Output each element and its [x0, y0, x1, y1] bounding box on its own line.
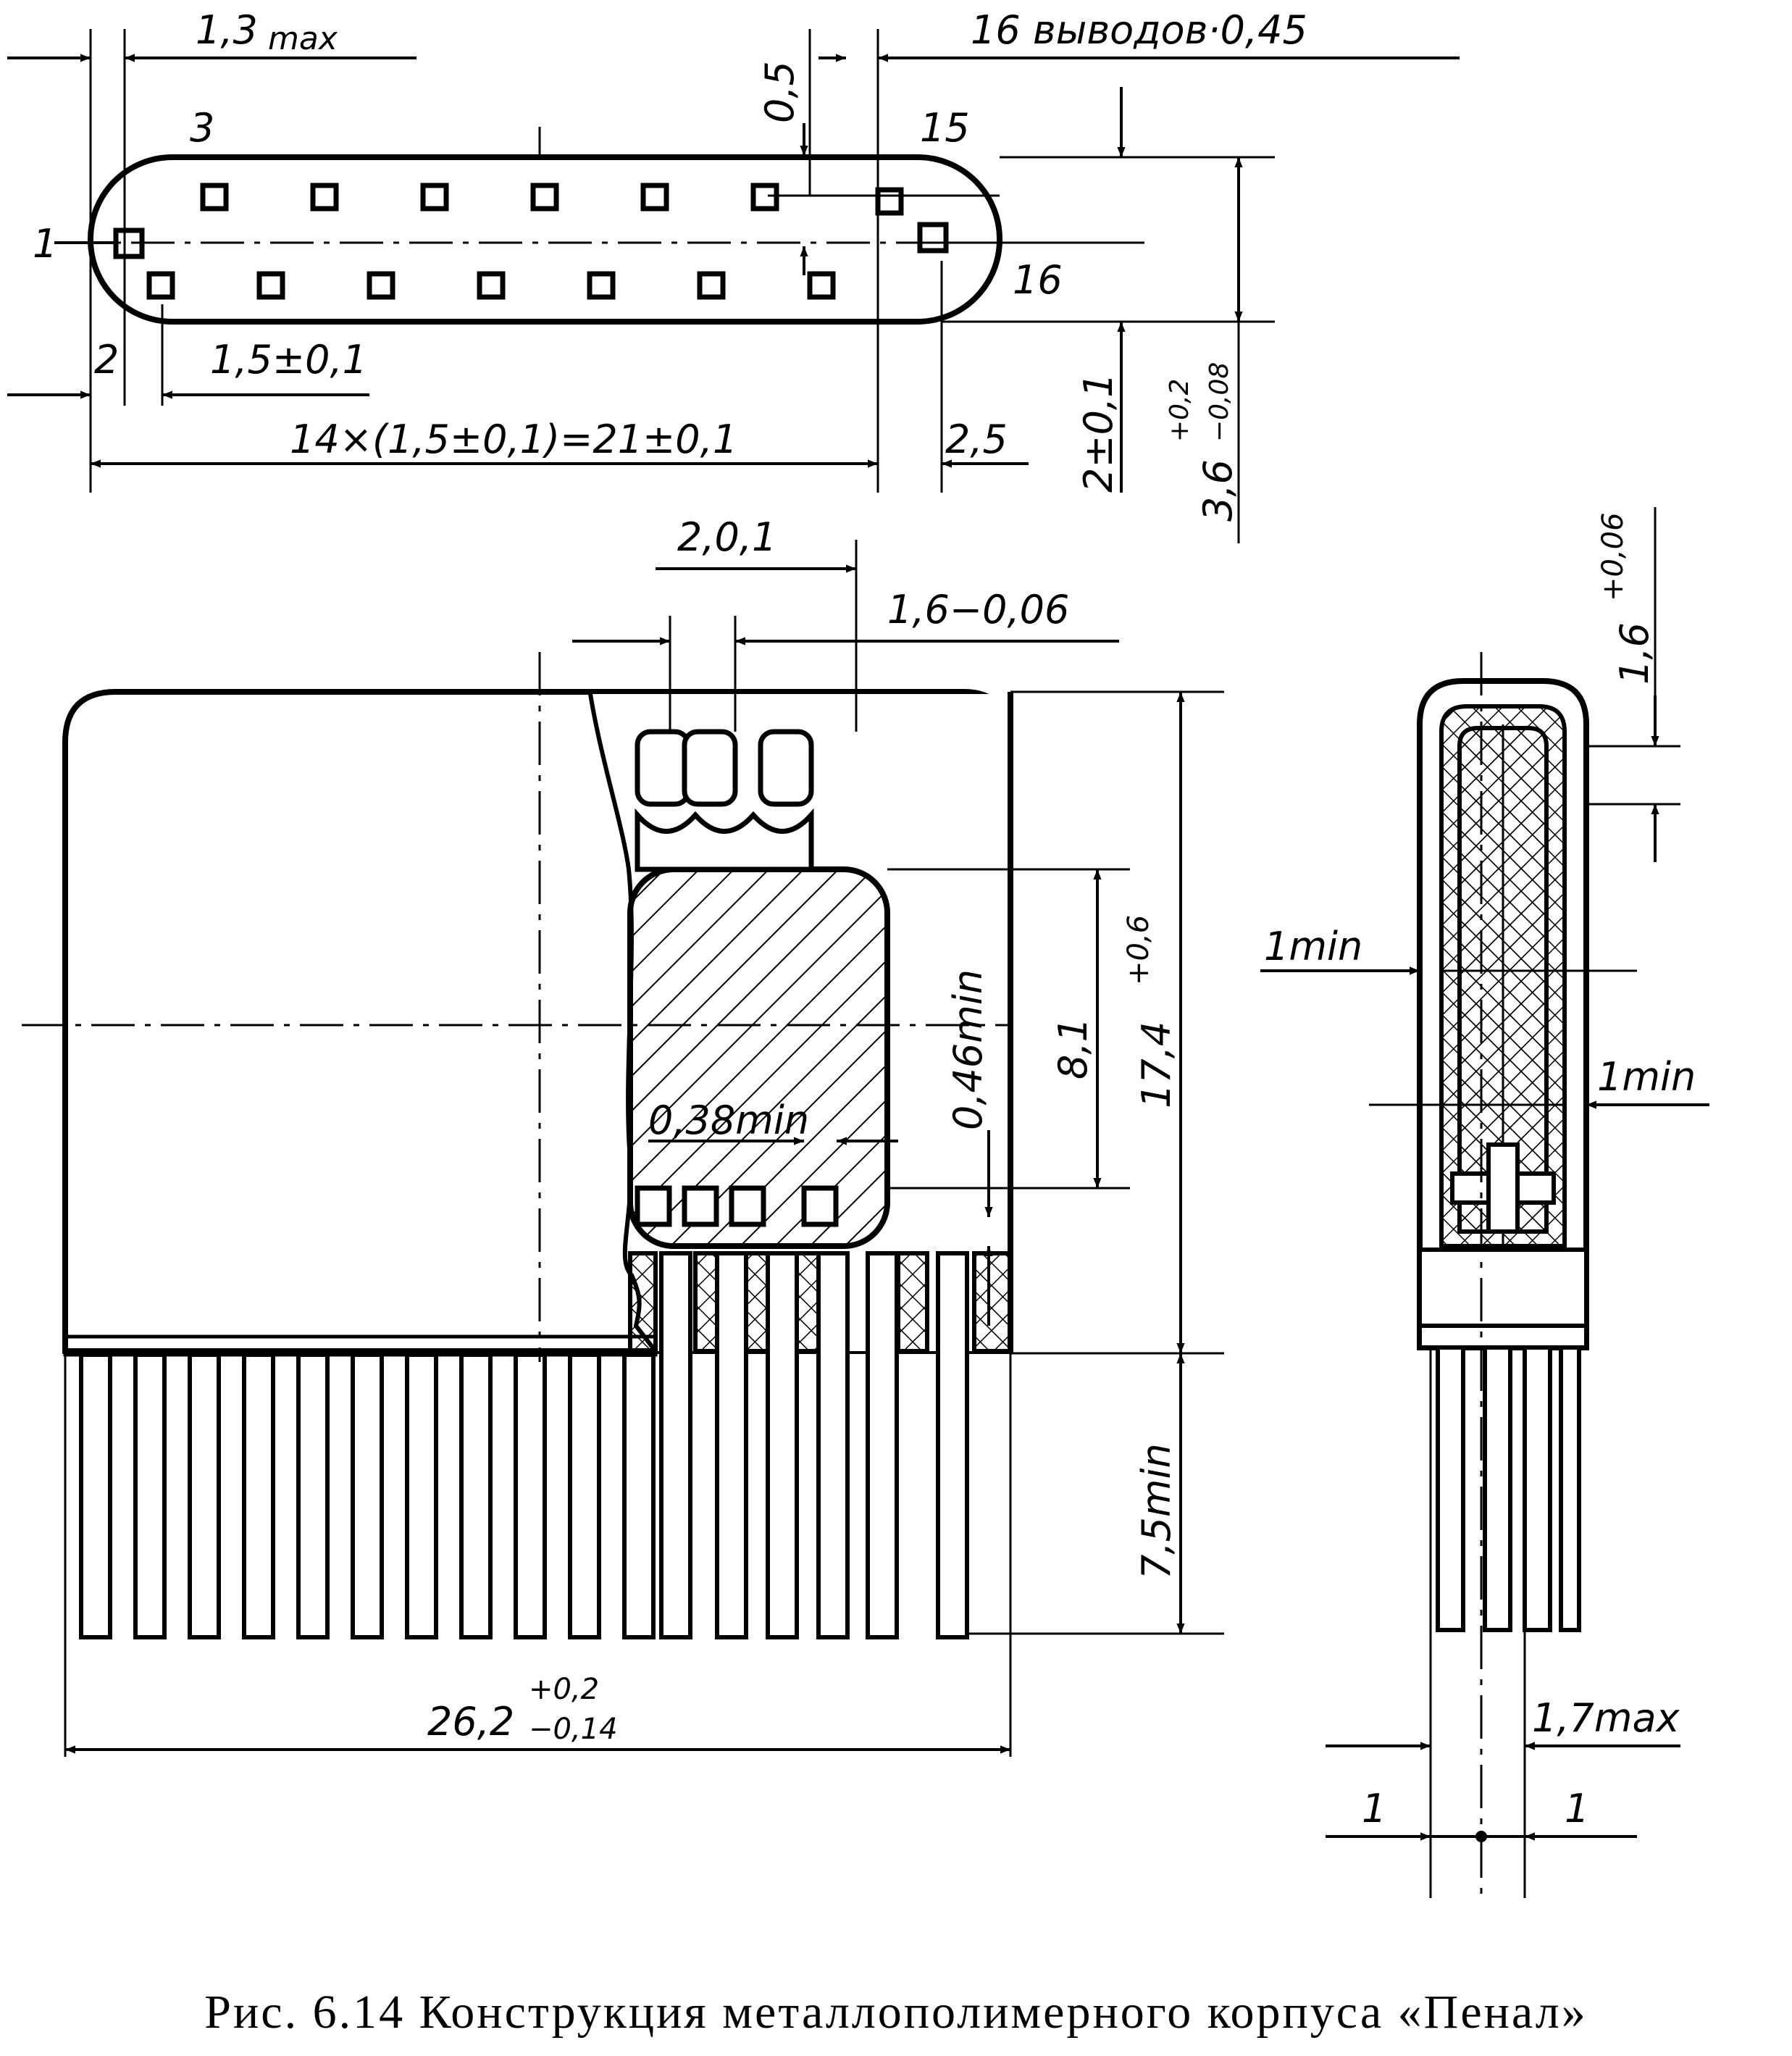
- dim-pitch: 1,5±0,1: [210, 337, 367, 383]
- pin-label-1: 1: [33, 221, 57, 267]
- dim-height-2: 2±0,1: [1076, 373, 1121, 493]
- dim-1-3-max-sub: max: [268, 20, 338, 57]
- pin-pad: [367, 271, 395, 300]
- pin-pad: [750, 183, 779, 212]
- pin-pad: [697, 271, 726, 300]
- dim-pins-count: 16 выводов·0,45: [971, 7, 1307, 53]
- side-leads: [1436, 1345, 1581, 1632]
- figure-caption: Рис. 6.14 Конструкция металлополимерного…: [204, 1986, 1588, 2039]
- dim-width-tol-top: +0,2: [1165, 379, 1194, 442]
- pin-pad: [420, 183, 449, 212]
- pin-pad: [640, 183, 669, 212]
- side-view: 1,6 +0,06 1min 1min 1,7max 1 1: [1260, 507, 1709, 1898]
- pin-pad-16: [917, 222, 949, 254]
- pin-pads-top-row: [200, 183, 904, 216]
- pin-label-3: 3: [190, 105, 214, 151]
- pin-pad: [256, 271, 285, 300]
- dim-26-2-tol-top: +0,2: [529, 1673, 599, 1706]
- pin-pad: [530, 183, 559, 212]
- dim-7-5-min: 7,5min: [1134, 1443, 1179, 1579]
- dim-2-5: 2,5: [945, 417, 1008, 462]
- top-bond-pads: [635, 729, 814, 872]
- dim-0-38-min: 0,38min: [648, 1098, 809, 1143]
- dim-17-4: 17,4: [1134, 1021, 1179, 1108]
- side-dim-1min-b: 1min: [1597, 1054, 1696, 1100]
- pin-pad: [477, 271, 506, 300]
- dim-26-2: 26,2: [427, 1699, 514, 1744]
- pin-pad: [146, 271, 175, 300]
- pin-pad: [807, 271, 836, 300]
- dim-1-3-max: 1,3: [196, 7, 258, 53]
- dim-26-2-tol-bot: −0,14: [529, 1713, 618, 1746]
- leads: [79, 1251, 969, 1639]
- side-dim-1-6: 1,6: [1612, 622, 1657, 685]
- pin-pad: [200, 183, 229, 212]
- dim-width-tol-bot: −0,08: [1205, 362, 1234, 442]
- dim-2-0-1: 2,0,1: [677, 514, 776, 560]
- side-dim-1-6-tol: +0,06: [1596, 512, 1630, 601]
- dim-17-4-tol: +0,6: [1122, 915, 1155, 985]
- side-dim-1-left: 1: [1362, 1786, 1386, 1831]
- dim-8-1: 8,1: [1050, 1017, 1096, 1079]
- side-base: [1418, 1248, 1588, 1350]
- pin-pads-bottom-row: [146, 271, 836, 300]
- side-dim-1min-a: 1min: [1264, 924, 1362, 969]
- side-dim-1-7-max: 1,7max: [1532, 1695, 1680, 1741]
- dim-0-46-min: 0,46min: [945, 969, 991, 1130]
- pin-pad: [587, 271, 616, 300]
- bottom-bond-pads: [635, 1185, 839, 1227]
- side-dim-1-right: 1: [1565, 1786, 1589, 1831]
- dim-1-6: 1,6−0,06: [887, 587, 1069, 632]
- dim-total-length: 14×(1,5±0,1)=21±0,1: [290, 417, 737, 462]
- top-view: 1,3 max 16 выводов·0,45 0,5 3 15 1 16 2 …: [7, 7, 1460, 543]
- pin-pad: [310, 183, 339, 212]
- package-outline-top: [88, 154, 1002, 325]
- side-outer-shell: [1417, 678, 1589, 1350]
- pin-pad: [875, 187, 904, 216]
- pin-label-15: 15: [920, 105, 970, 151]
- dim-2: 2: [94, 337, 119, 383]
- front-view: 2,0,1 1,6−0,06 0,46min 8,1 17,4 +0,6 0,3…: [22, 514, 1224, 1757]
- dim-width-3-6: 3,6: [1195, 459, 1241, 522]
- dim-0-5: 0,5: [757, 61, 803, 123]
- pin-label-16: 16: [1013, 257, 1063, 303]
